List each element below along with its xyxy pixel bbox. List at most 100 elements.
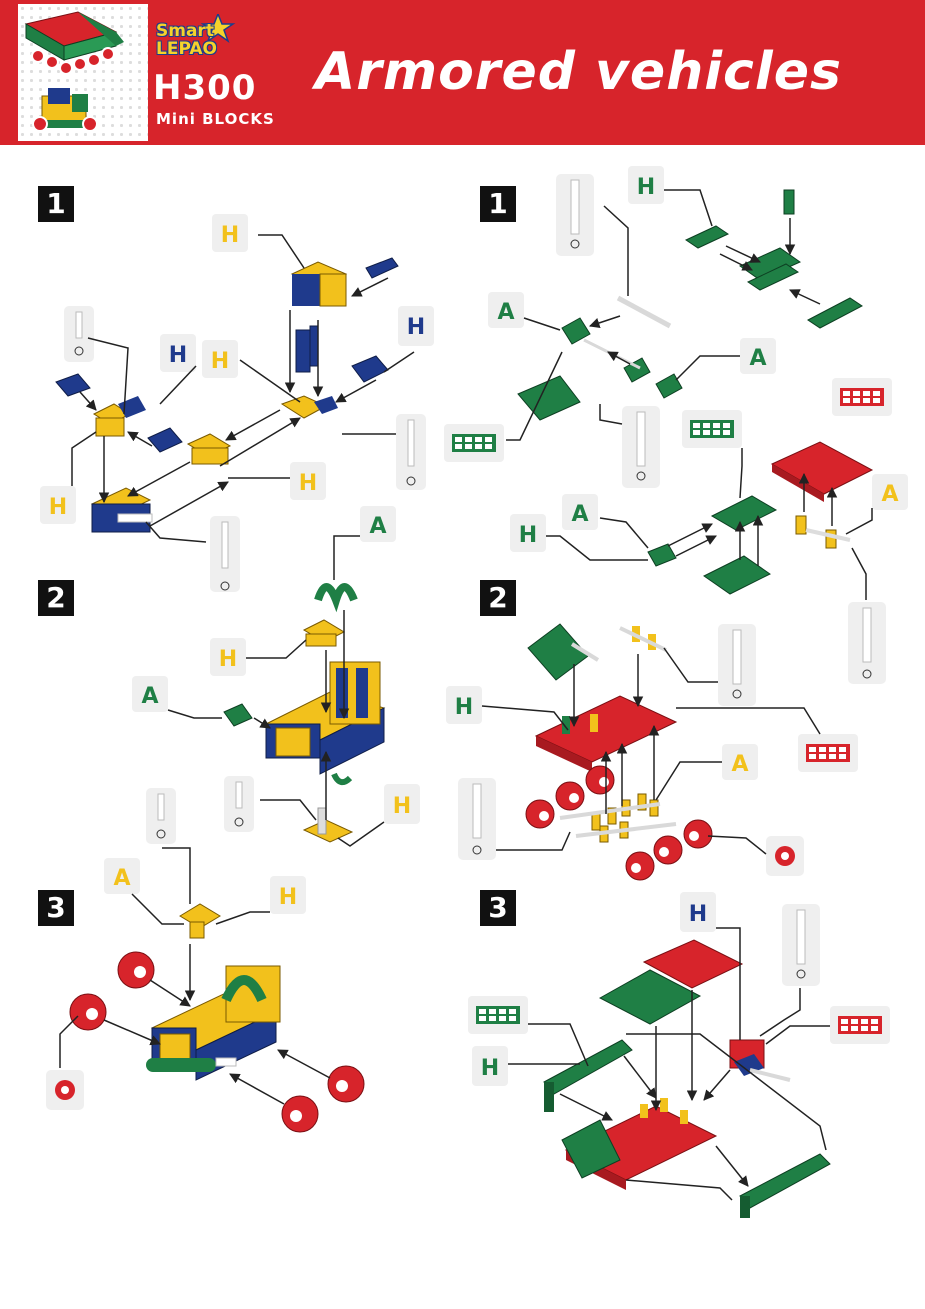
part-letter-h: H <box>211 349 229 374</box>
part-box-h-blue: H <box>160 334 196 372</box>
red-plate <box>534 695 678 772</box>
step-number-right-2: 2 <box>480 580 516 616</box>
axle-silver <box>583 295 672 370</box>
part-letter-h: H <box>299 471 317 496</box>
wheel-red <box>281 1095 319 1133</box>
wheel-red <box>69 993 107 1031</box>
red-plate <box>770 441 874 502</box>
part-box-axle <box>556 174 594 256</box>
brick-yellow-connector <box>280 395 338 419</box>
part-letter-h: H <box>481 1056 499 1081</box>
part-box-h-yellow: H <box>384 784 420 824</box>
part-box-h-blue: H <box>398 306 434 346</box>
part-letter-a: A <box>731 752 748 777</box>
yellow-joint <box>619 626 667 652</box>
part-box-h-yellow: H <box>40 486 76 524</box>
part-box-plate-red <box>798 734 858 772</box>
brick-blue-plate <box>351 355 389 383</box>
part-letter-h: H <box>519 523 537 548</box>
part-box-h-yellow: H <box>210 638 246 676</box>
part-box-axle <box>224 776 254 832</box>
part-letter-h: H <box>49 495 67 520</box>
step-arrows <box>508 927 830 1201</box>
part-letter-a: A <box>571 502 588 527</box>
part-letter-h: H <box>279 885 297 910</box>
part-box-plate-green <box>468 996 528 1034</box>
part-box-h-green: H <box>628 166 664 204</box>
part-box-a-yellow: A <box>872 474 908 510</box>
thumbnail-illustration <box>24 11 124 132</box>
part-box-h-blue: H <box>680 892 716 932</box>
part-box-h-yellow: H <box>212 214 248 252</box>
blue-red-connector <box>729 1039 791 1082</box>
part-box-a-green: A <box>360 506 396 542</box>
part-box-plate-green <box>682 410 742 448</box>
brand-name: Smart LEPAO <box>156 21 217 59</box>
green-grille <box>527 623 600 681</box>
part-box-plate-red <box>830 1006 890 1044</box>
page-title: Armored vehicles <box>315 42 842 102</box>
left-step-1: H H H H H H <box>40 214 434 592</box>
brick-blue-plate <box>55 373 91 397</box>
brick-yellow-joint <box>179 903 221 939</box>
right-step-1: H A A A <box>444 166 908 684</box>
brick-blue-plate <box>147 427 183 453</box>
part-box-a-green: A <box>562 494 598 530</box>
part-letter-h: H <box>455 695 473 720</box>
part-box-h-green: H <box>472 1046 508 1086</box>
part-box-h-green: H <box>510 514 546 552</box>
model-thumbnail <box>18 4 148 141</box>
part-letter-a: A <box>749 346 766 371</box>
green-bricks <box>517 189 863 595</box>
part-box-h-yellow: H <box>202 340 238 378</box>
part-box-h-yellow: H <box>270 876 306 914</box>
step-number-left-1: 1 <box>38 186 74 222</box>
part-box-plate-green <box>444 424 504 462</box>
part-box-wheel <box>46 1070 84 1110</box>
green-roof <box>598 969 702 1025</box>
step-arrows <box>506 189 873 600</box>
right-step-2: H A <box>446 623 858 881</box>
part-letter-a: A <box>113 866 130 891</box>
chassis-assembly <box>264 661 386 786</box>
part-letter-h: H <box>221 223 239 248</box>
step-number-left-2: 2 <box>38 580 74 616</box>
step-arrows <box>71 234 415 543</box>
part-letter-h: H <box>407 315 425 340</box>
part-letter-h: H <box>219 647 237 672</box>
part-box-axle <box>848 602 886 684</box>
brick-green-link <box>223 703 253 727</box>
part-box-axle <box>718 624 756 706</box>
model-number: H300 <box>153 68 257 108</box>
brick-green-arch <box>314 583 358 613</box>
part-letter-h: H <box>689 902 707 927</box>
part-box-axle <box>458 778 496 860</box>
part-box-plate-red <box>832 378 892 416</box>
part-letter-h: H <box>169 343 187 368</box>
brick-yellow-connector <box>302 619 346 647</box>
wheel-red <box>117 951 155 989</box>
assembly-instructions-diagram: H H H H H H <box>40 166 908 1218</box>
part-box-axle <box>782 904 820 986</box>
brick-blue-column <box>295 325 319 373</box>
green-side-panel <box>543 1039 633 1112</box>
part-box-h-yellow: H <box>290 462 326 500</box>
vehicle-body <box>561 1098 718 1190</box>
brick-blue-plate <box>365 257 399 279</box>
part-box-axle <box>146 788 176 844</box>
part-letter-a: A <box>369 514 386 539</box>
part-box-axle <box>622 406 660 488</box>
header-banner: Smart LEPAO H300 Mini BLOCKS Armored veh… <box>0 0 925 145</box>
step-number-right-1: 1 <box>480 186 516 222</box>
brick-yellow-connector <box>186 433 232 465</box>
right-step-3: H H <box>468 892 890 1218</box>
part-box-a-yellow: A <box>722 744 758 780</box>
left-step-3: A H <box>46 847 365 1133</box>
part-letter-a: A <box>497 300 514 325</box>
part-box-axle <box>64 306 94 362</box>
part-letter-a: A <box>881 482 898 507</box>
left-step-2: A H A H <box>132 506 420 847</box>
vehicle-assembly <box>146 965 281 1081</box>
step-arrows <box>167 535 385 847</box>
part-box-h-green: H <box>446 686 482 724</box>
